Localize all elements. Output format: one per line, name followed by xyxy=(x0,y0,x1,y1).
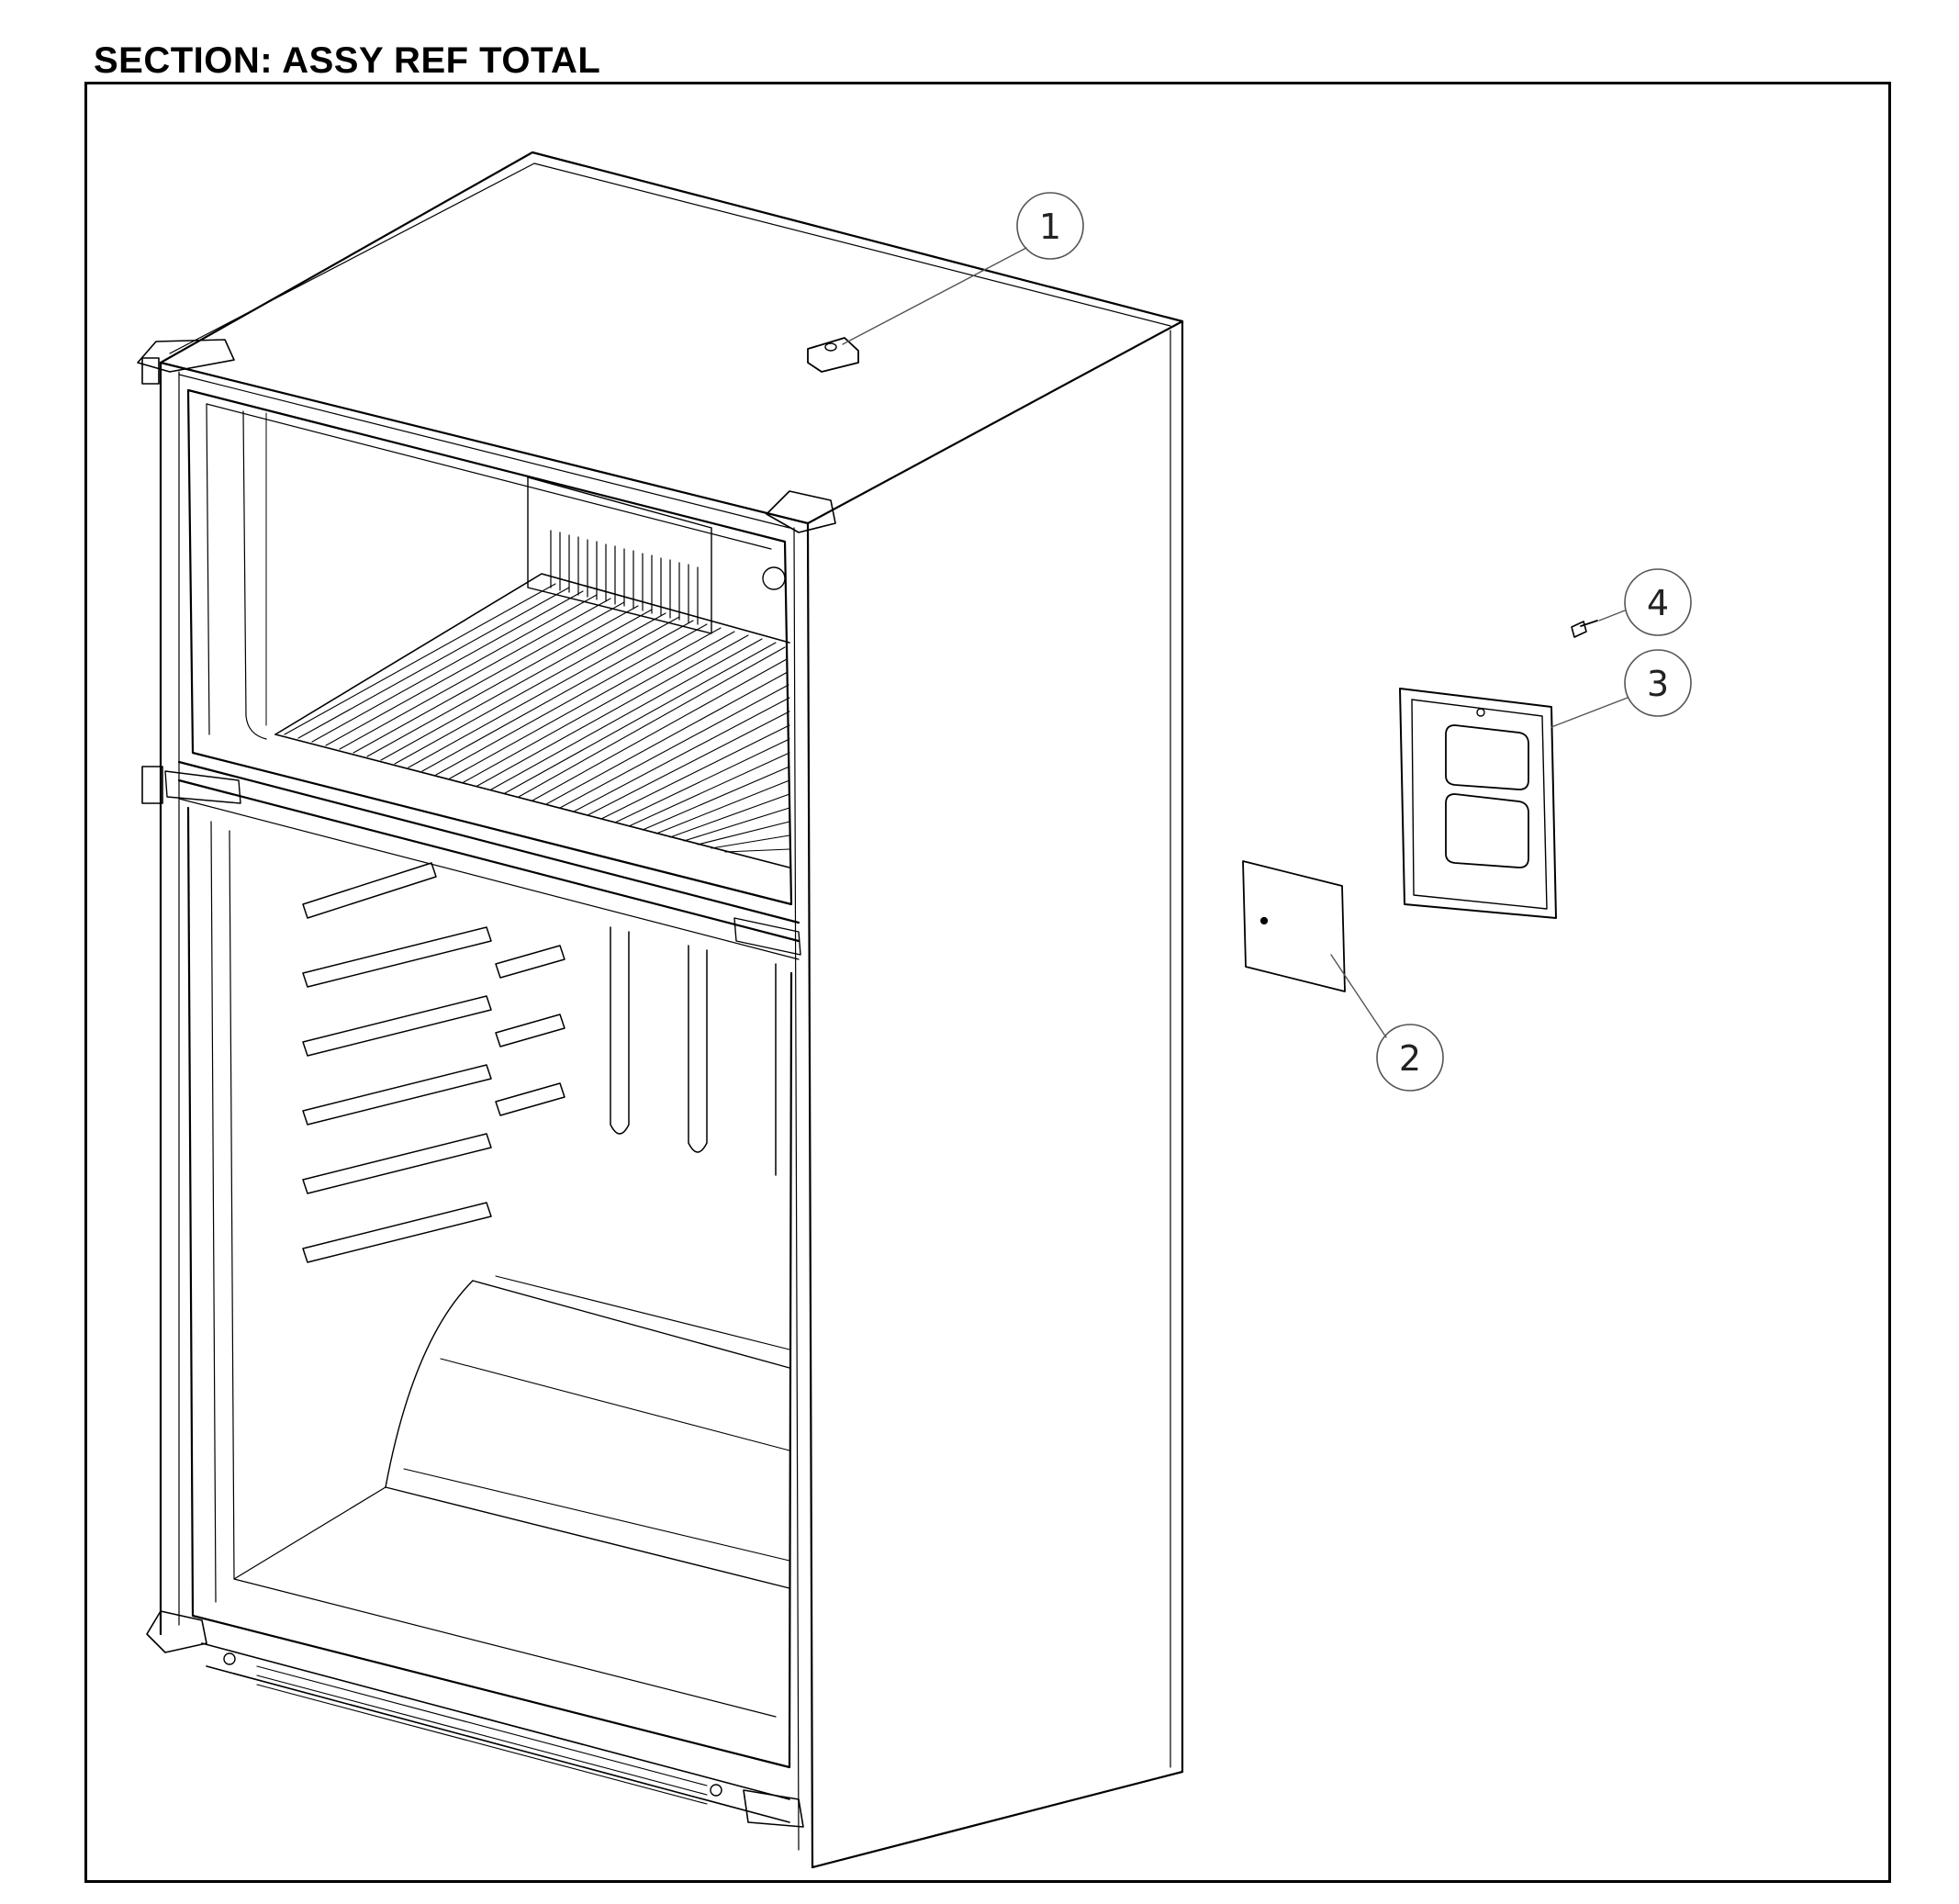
leader-line-4 xyxy=(1598,610,1626,622)
leader-line-3 xyxy=(1550,697,1629,728)
part-cover-frame xyxy=(1399,688,1557,919)
callout-number-3: 3 xyxy=(1647,664,1669,704)
cabinet xyxy=(159,151,1184,1869)
leader-line-1 xyxy=(842,247,1027,345)
callout-number-1: 1 xyxy=(1039,207,1061,247)
callout-circle-2 xyxy=(1376,1024,1444,1092)
callout-circle-1 xyxy=(1016,192,1084,260)
callout-circle-4 xyxy=(1624,568,1692,636)
part-top-hinge-cover xyxy=(807,337,859,373)
fresh-food-compartment xyxy=(146,806,804,1828)
section-title: SECTION: ASSY REF TOTAL xyxy=(94,40,601,81)
diagram-frame xyxy=(84,82,1891,1883)
callout-number-4: 4 xyxy=(1647,583,1669,623)
callout-circle-3 xyxy=(1624,649,1692,717)
callout-number-2: 2 xyxy=(1399,1038,1421,1079)
part-back-cover-plate xyxy=(1242,860,1346,992)
mullion xyxy=(141,760,801,960)
leader-line-2 xyxy=(1330,954,1387,1038)
freezer-compartment xyxy=(137,339,836,906)
part-screw xyxy=(1571,620,1598,638)
